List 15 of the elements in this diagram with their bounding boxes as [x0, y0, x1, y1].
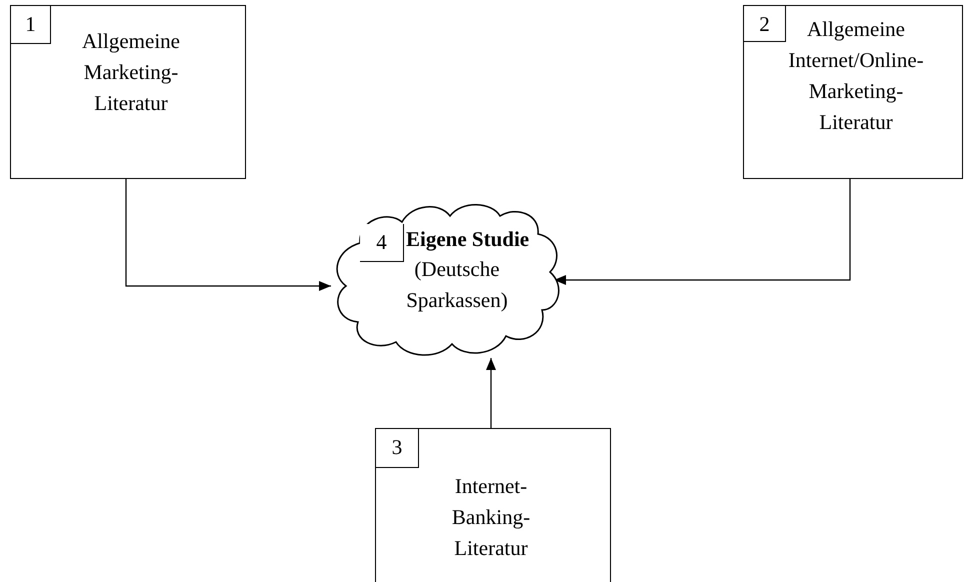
source-box: [10, 5, 246, 179]
arrow: [125, 179, 331, 291]
cloud-text: (Deutsche Sparkassen): [405, 256, 509, 314]
arrow: [486, 358, 496, 428]
number-label: 1: [11, 6, 51, 44]
number-label: 2: [744, 6, 786, 42]
number-label: 3: [376, 429, 419, 468]
box-text: Allgemeine Marketing-Literatur: [81, 28, 181, 117]
source-box: [375, 428, 611, 582]
source-box: [743, 5, 963, 179]
cloud-heading: Eigene Studie: [406, 226, 530, 253]
arrow: [554, 179, 851, 285]
box-text: Internet-Banking-Literatur: [450, 473, 532, 562]
box-text: Allgemeine Internet/Online-Marketing-Literatur: [787, 16, 925, 136]
number-label: 4: [360, 224, 404, 262]
